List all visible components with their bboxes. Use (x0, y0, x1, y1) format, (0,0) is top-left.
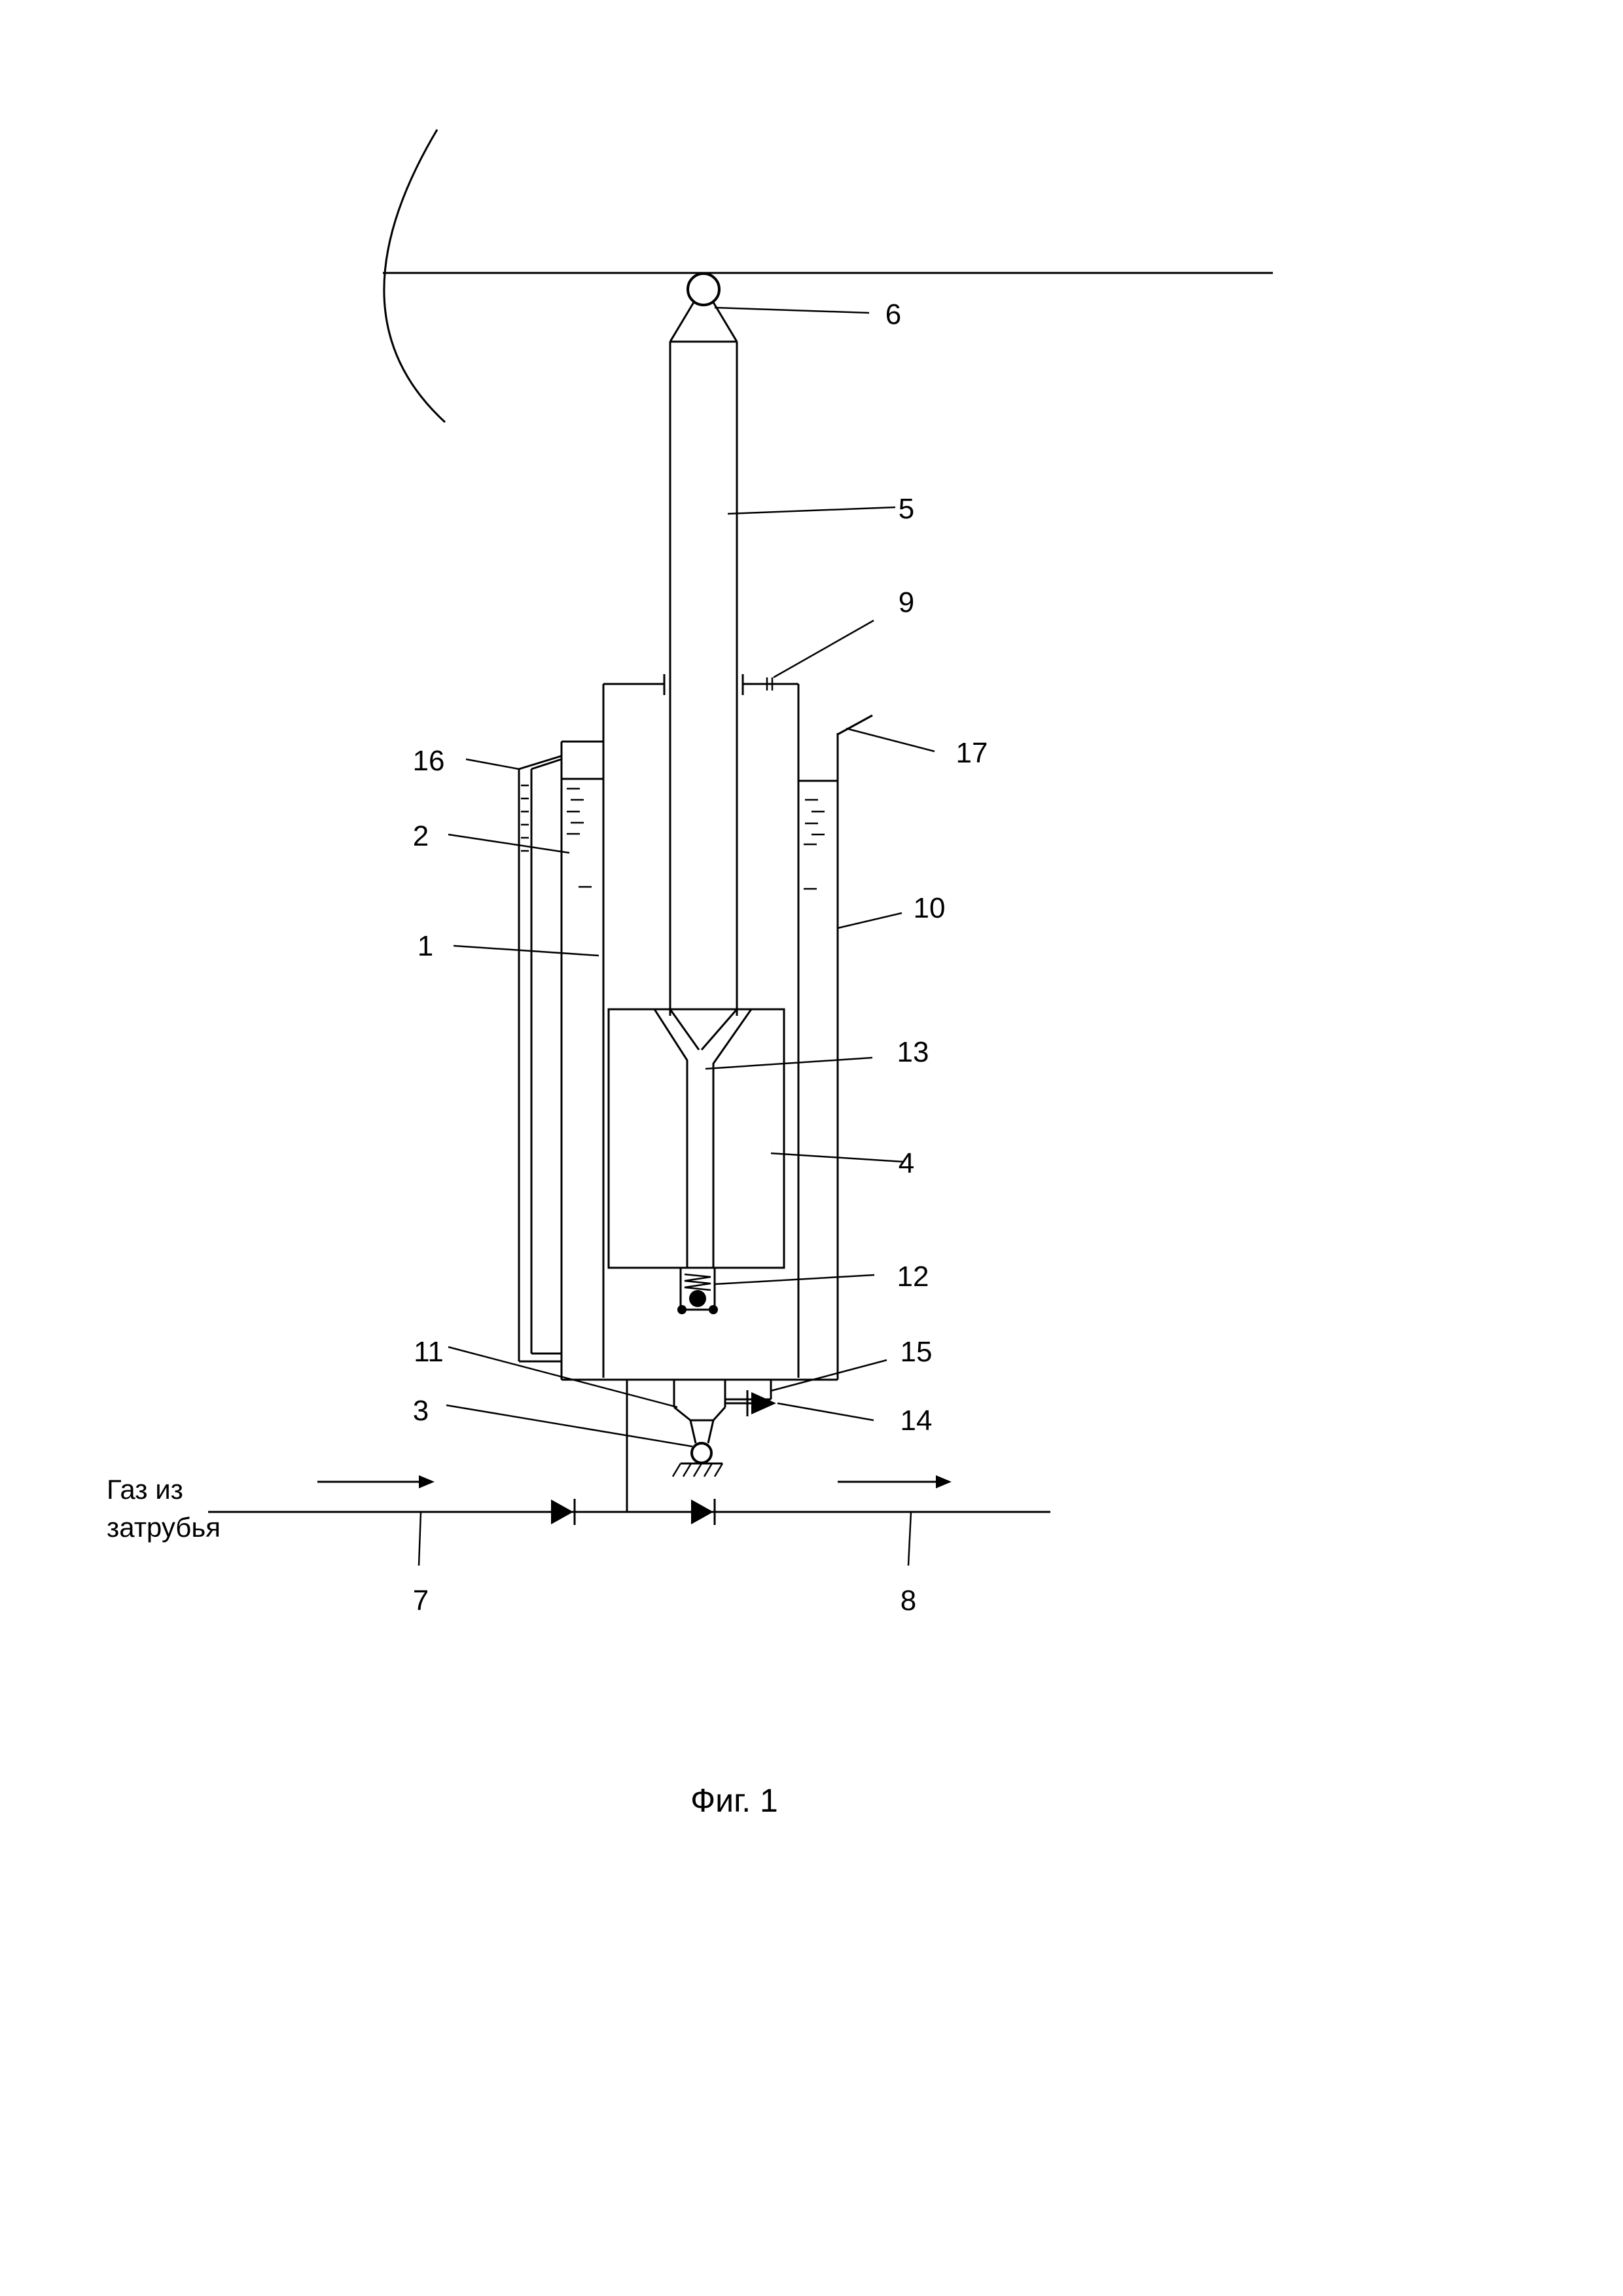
rod-seal (766, 677, 774, 691)
balancer-head (383, 129, 1273, 423)
label-10: 10 (914, 892, 946, 924)
outer-jacket (560, 733, 839, 1381)
outlet-check-valve (725, 1390, 776, 1416)
piston-check-valve (677, 1266, 718, 1314)
label-4: 4 (899, 1147, 914, 1179)
label-15: 15 (901, 1336, 933, 1368)
label-3: 3 (413, 1395, 429, 1427)
label-13: 13 (897, 1036, 929, 1068)
label-11: 11 (414, 1336, 444, 1368)
label-14: 14 (901, 1405, 933, 1437)
piston (607, 1008, 785, 1269)
label-2: 2 (413, 820, 429, 852)
gas-pipeline (208, 1475, 1050, 1525)
label-9: 9 (899, 586, 914, 619)
label-5: 5 (899, 493, 914, 525)
liquid-marks (567, 787, 825, 890)
inlet-text-line2: затрубья (107, 1512, 221, 1543)
level-gauge-tube (518, 755, 562, 1363)
label-8: 8 (901, 1585, 916, 1617)
label-16: 16 (413, 745, 445, 777)
top-pivot-joint (669, 272, 738, 342)
inlet-text-line1: Газ из (107, 1474, 183, 1505)
bottom-pivot-joint (671, 1442, 724, 1477)
vent-pipe (837, 714, 873, 736)
label-6: 6 (885, 298, 901, 331)
label-1: 1 (418, 930, 433, 962)
label-17: 17 (956, 737, 988, 769)
label-7: 7 (413, 1585, 429, 1617)
pump-rod (669, 340, 738, 1016)
figure-caption: Фиг. 1 (690, 1782, 778, 1819)
leader-lines (418, 306, 935, 1566)
label-12: 12 (897, 1261, 929, 1293)
inner-cylinder (602, 674, 800, 1378)
